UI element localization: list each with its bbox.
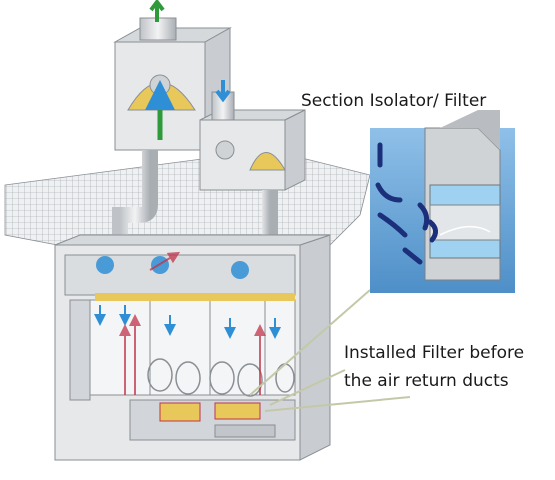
inset-airflow-arrows xyxy=(375,142,438,265)
downflow-arrows xyxy=(94,305,281,339)
installed-filter-label-line2: the air return ducts xyxy=(344,371,509,391)
return-air-arrows xyxy=(119,251,266,395)
supply-fan-icon xyxy=(96,256,114,274)
exhaust-duct xyxy=(112,150,158,250)
isolator-cabinet xyxy=(54,234,331,461)
leader-line-filter-2 xyxy=(264,396,411,412)
section-inset xyxy=(370,110,515,293)
top-left-filter-housing xyxy=(113,17,232,151)
section-isolator-label: Section Isolator/ Filter xyxy=(301,91,487,111)
leader-line-section xyxy=(249,289,371,396)
supply-arrow-icon xyxy=(215,80,231,103)
exhaust-arrow-icon xyxy=(149,0,165,22)
top-right-filter-housing xyxy=(199,91,306,191)
hepa-filter-strip xyxy=(95,293,295,301)
installed-filter-right xyxy=(214,402,261,420)
installed-filter-left xyxy=(159,402,201,422)
supply-fan-icon-3 xyxy=(231,261,249,279)
leader-line-filter-1 xyxy=(269,369,346,406)
installed-filter-label-line1: Installed Filter before xyxy=(344,343,525,363)
